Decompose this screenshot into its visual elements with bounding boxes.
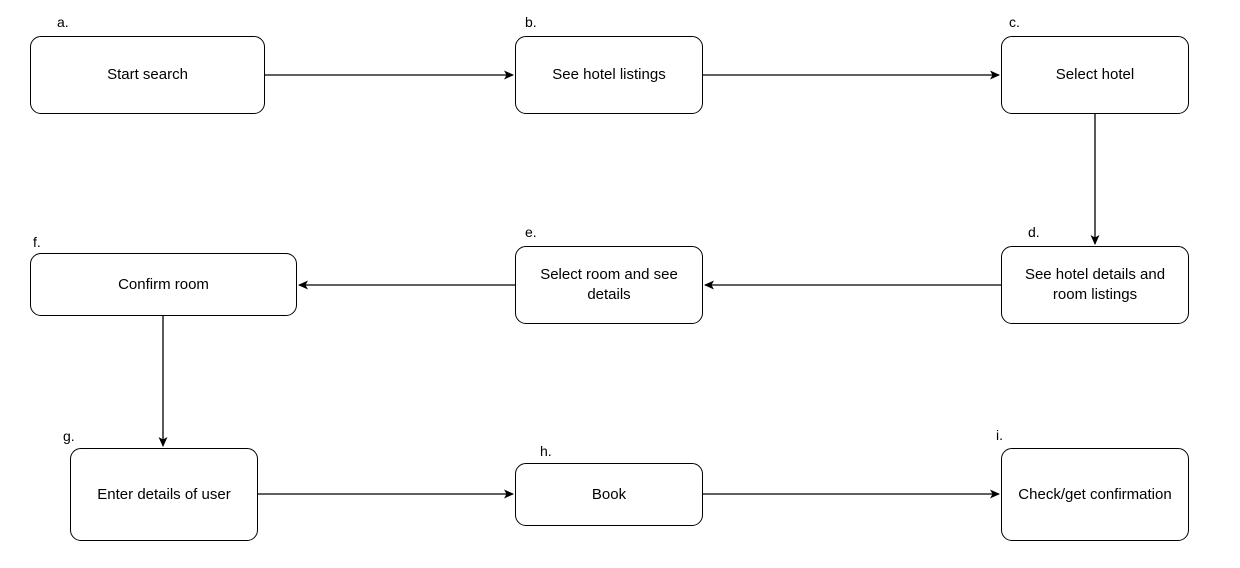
step-label: Start search: [107, 66, 188, 83]
step-letter-f: f.: [33, 234, 41, 250]
step-label: Book: [591, 485, 627, 503]
step-letter-b: b.: [525, 14, 537, 30]
step-letter-h: h.: [540, 443, 552, 459]
step-select-room: Select room and see details: [515, 246, 703, 324]
step-see-hotel-details: See hotel details and room listings: [1001, 246, 1189, 324]
step-enter-user-details: Enter details of user: [70, 448, 258, 541]
step-select-hotel: Select hotel: [1001, 36, 1189, 114]
step-label: Confirm room: [118, 275, 209, 293]
step-label: Check/get confirmation: [1018, 485, 1172, 503]
step-book: Book: [515, 463, 703, 526]
step-start-search: Start search: [30, 36, 265, 114]
step-letter-c: c.: [1009, 14, 1020, 30]
step-check-confirmation: Check/get confirmation: [1001, 448, 1189, 541]
step-label: See hotel listings: [552, 66, 666, 83]
step-letter-g: g.: [63, 428, 75, 444]
step-see-hotel-listings: See hotel listings: [515, 36, 703, 114]
step-label: Select room and see details: [540, 266, 678, 303]
step-letter-e: e.: [525, 224, 537, 240]
step-letter-i: i.: [996, 427, 1003, 443]
step-letter-a: a.: [57, 14, 69, 30]
step-label: See hotel details and room listings: [1024, 266, 1166, 303]
step-label: Select hotel: [1055, 66, 1135, 83]
step-confirm-room: Confirm room: [30, 253, 297, 316]
step-letter-d: d.: [1028, 224, 1040, 240]
step-label: Enter details of user: [97, 485, 231, 503]
